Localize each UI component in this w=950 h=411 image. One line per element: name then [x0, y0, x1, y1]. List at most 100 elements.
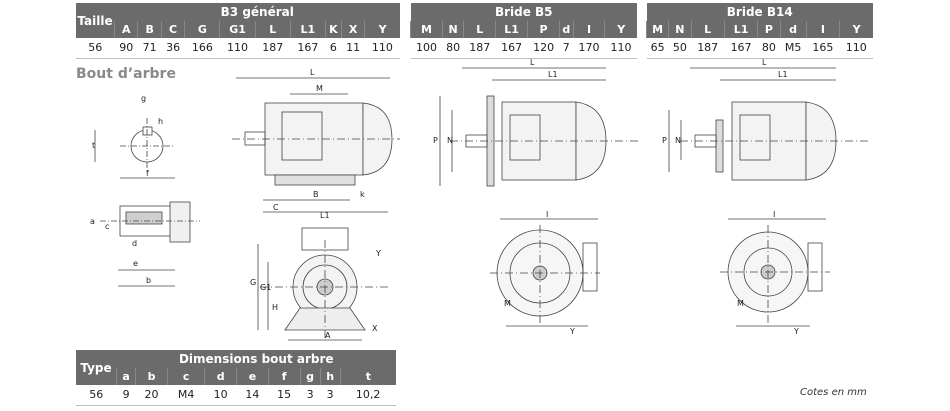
shaft-col-header-3: d	[204, 368, 237, 385]
b3-front-view-drawing	[257, 227, 390, 341]
shaft-end-side-drawing	[100, 177, 200, 287]
b3-side-view-drawing	[232, 77, 400, 213]
b3-front-dimension-label: G	[250, 278, 256, 287]
b14-front-dimension-label: I	[773, 210, 775, 219]
b3-front-dimension-label: H	[272, 303, 278, 312]
b5-front-dimension-label: Y	[569, 327, 575, 336]
b3-front-dimension-label: X	[372, 324, 378, 333]
b5-col-value-4: 120	[527, 38, 560, 59]
units-note: Cotes en mm	[800, 387, 867, 398]
shaft-dimension-label: c	[105, 222, 109, 231]
b14-col-value-1: 50	[668, 38, 691, 59]
b3-col-header-4: G1	[219, 21, 256, 38]
b5-col-value-0: 100	[410, 38, 443, 59]
shaft-col-header-2: c	[166, 368, 205, 385]
shaft-col-value-1: 20	[135, 385, 168, 406]
b5-col-header-2: L	[463, 21, 496, 38]
b3-col-header-1: B	[137, 21, 162, 38]
shaft-col-value-6: 3	[300, 385, 321, 406]
b3-col-header-9: Y	[364, 21, 400, 38]
b3-col-header-7: K	[324, 21, 342, 38]
shaft-col-value-4: 14	[236, 385, 269, 406]
b3-col-value-3: 166	[184, 38, 220, 59]
b14-side-dimension-label: L1	[778, 70, 788, 79]
b5-col-value-3: 167	[495, 38, 528, 59]
b3-col-value-8: 11	[341, 38, 365, 59]
b14-col-value-3: 167	[724, 38, 758, 59]
b14-side-dimension-label: P	[662, 136, 667, 145]
b14-col-value-2: 187	[691, 38, 725, 59]
shaft-dimension-label: g	[141, 94, 146, 103]
b5-col-header-6: I	[572, 21, 605, 38]
b5-col-header-4: P	[527, 21, 560, 38]
b3-side-dimension-label: L1	[320, 211, 330, 220]
b5-col-header-1: N	[441, 21, 464, 38]
b5-front-view-drawing	[490, 218, 600, 327]
b3-side-dimension-label: C	[273, 203, 279, 212]
shaft-col-value-8: 10,2	[340, 385, 396, 406]
b5-col-header-7: Y	[604, 21, 637, 38]
shaft-dimension-label: a	[90, 217, 95, 226]
shaft-dimension-label: d	[132, 239, 137, 248]
b3-front-dimension-label: G1	[260, 283, 271, 292]
b3-col-header-6: L1	[289, 21, 326, 38]
b14-front-dimension-label: Y	[793, 327, 799, 336]
b14-side-dimension-label: N	[675, 136, 681, 145]
b14-col-header-1: N	[668, 21, 691, 38]
shaft-col-header-7: h	[319, 368, 341, 385]
shaft-end-section-drawing	[94, 118, 175, 172]
b3-col-value-2: 36	[161, 38, 185, 59]
shaft-col-value-5: 15	[268, 385, 301, 406]
b3-col-header-2: C	[160, 21, 185, 38]
b14-side-view-drawing	[668, 67, 870, 181]
shaft-col-value-3: 10	[204, 385, 237, 406]
b5-col-header-3: L1	[495, 21, 528, 38]
b3-col-header-8: X	[340, 21, 365, 38]
b3-col-header-0: A	[113, 21, 138, 38]
b14-col-value-6: 165	[806, 38, 840, 59]
type-value: 56	[76, 385, 117, 406]
b5-side-dimension-label: L	[530, 58, 535, 67]
b5-col-header-0: M	[410, 21, 443, 38]
b14-col-header-4: P	[757, 21, 780, 38]
b5-front-dimension-label: I	[546, 210, 548, 219]
b14-col-value-4: 80	[757, 38, 780, 59]
b14-side-dimension-label: L	[762, 58, 767, 67]
b14-col-value-7: 110	[839, 38, 873, 59]
b5-side-view-drawing	[439, 67, 640, 187]
shaft-dimension-label: t	[92, 141, 95, 150]
b3-side-dimension-label: k	[360, 190, 365, 199]
b14-col-header-5: d	[779, 21, 807, 38]
b3-col-value-1: 71	[137, 38, 162, 59]
b3-col-value-9: 110	[364, 38, 400, 59]
b3-col-value-0: 90	[114, 38, 138, 59]
b3-col-value-5: 187	[255, 38, 291, 59]
b3-side-dimension-label: B	[313, 190, 319, 199]
b3-col-value-7: 6	[325, 38, 342, 59]
b3-col-header-3: G	[184, 21, 220, 38]
b5-front-dimension-label: M	[504, 299, 511, 308]
shaft-col-header-8: t	[339, 368, 396, 385]
b14-col-value-0: 65	[646, 38, 669, 59]
b3-table-title: B3 général	[114, 3, 400, 21]
b5-col-value-2: 187	[463, 38, 496, 59]
b14-col-header-3: L1	[723, 21, 758, 38]
shaft-dimension-label: f	[146, 169, 149, 178]
b5-side-dimension-label: P	[433, 136, 438, 145]
type-header: Type	[76, 350, 117, 385]
b14-front-view-drawing	[720, 218, 830, 327]
b5-col-value-5: 7	[559, 38, 574, 59]
shaft-dimension-label: b	[146, 276, 151, 285]
shaft-col-header-4: e	[236, 368, 269, 385]
b5-col-value-7: 110	[604, 38, 637, 59]
b3-side-dimension-label: M	[316, 84, 323, 93]
b3-col-value-4: 110	[219, 38, 256, 59]
shaft-end-title: Bout d’arbre	[76, 66, 176, 82]
b14-col-value-5: M5	[780, 38, 807, 59]
b5-col-value-1: 80	[442, 38, 464, 59]
shaft-col-header-6: g	[299, 368, 321, 385]
shaft-col-header-1: b	[135, 368, 168, 385]
